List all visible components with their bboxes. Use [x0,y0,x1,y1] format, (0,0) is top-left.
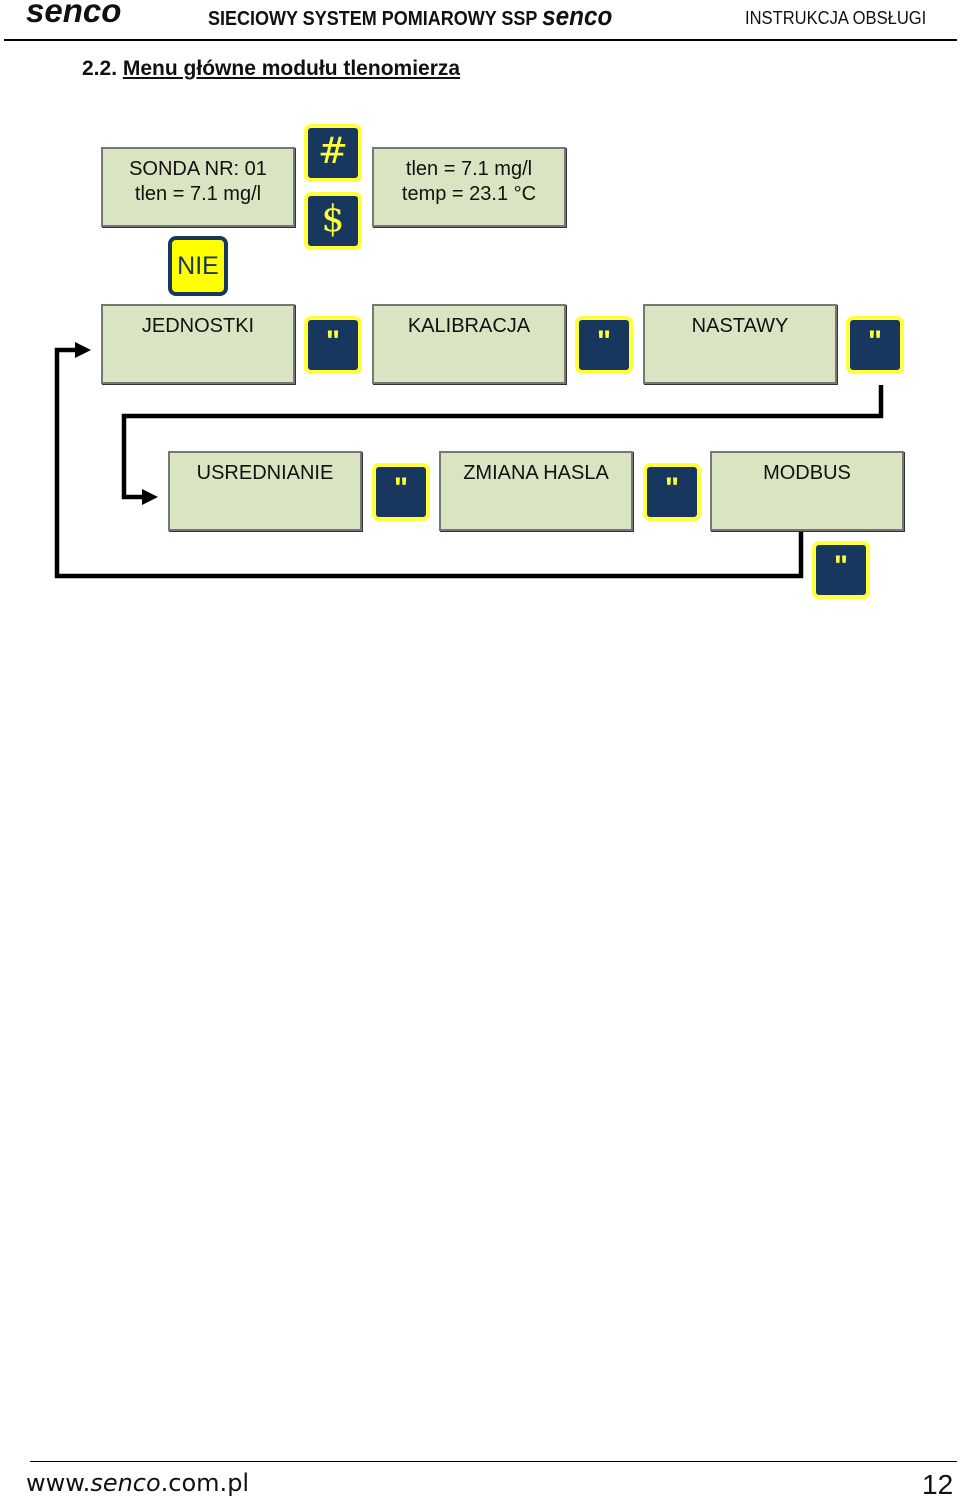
flow-line-upper [121,385,884,500]
next-key-usrednianie[interactable]: " [372,463,430,521]
footer-url[interactable]: www.senco.com.pl [26,1469,249,1497]
footer-url-suffix: .com.pl [160,1469,250,1497]
footer-url-brand: senco [90,1469,161,1497]
arrow-head-row2 [142,489,158,505]
section-title: Menu główne modułu tlenomierza [122,57,461,80]
down-key[interactable]: $ [304,192,362,250]
menu-item-zmiana-hasla: ZMIANA HASLA [439,451,633,531]
header-title-text: SIECIOWY SYSTEM POMIAROWY SSP [208,8,538,30]
page-number: 12 [922,1469,954,1500]
next-key-kalibracja[interactable]: " [575,316,633,374]
header-divider [4,39,957,41]
flow-line-lower [54,347,804,579]
menu-item-nastawy: NASTAWY [643,304,837,384]
footer-url-prefix: www. [26,1469,91,1497]
probe-display-line1: SONDA NR: 01 [129,158,267,180]
menu-item-kalibracja: KALIBRACJA [372,304,566,384]
menu-item-modbus: MODBUS [710,451,904,531]
header-logo: senco [26,0,122,29]
up-key[interactable]: # [304,124,362,182]
values-display-line2: temp = 23.1 °C [401,183,537,205]
menu-flow-arrows [54,342,884,579]
next-key-modbus[interactable]: " [812,541,870,599]
probe-display-line2: tlen = 7.1 mg/l [134,183,262,205]
header-title-logo: senco [542,1,613,31]
values-display: tlen = 7.1 mg/l temp = 23.1 °C [372,147,566,227]
probe-display: SONDA NR: 01 tlen = 7.1 mg/l [101,147,295,227]
next-key-jednostki[interactable]: " [304,316,362,374]
nie-key[interactable]: NIE [168,236,228,296]
section-number: 2.2. [82,57,118,80]
menu-item-usrednianie: USREDNIANIE [168,451,362,531]
arrow-head-row1 [75,342,91,358]
header-title: SIECIOWY SYSTEM POMIAROWY SSP senco [208,1,612,32]
next-key-nastawy[interactable]: " [846,316,904,374]
section-heading: 2.2. Menu główne modułu tlenomierza [82,57,460,81]
menu-item-jednostki: JEDNOSTKI [101,304,295,384]
footer-divider [30,1461,957,1462]
header-manual-label: INSTRUKCJA OBSŁUGI [745,8,927,28]
next-key-zmiana-hasla[interactable]: " [643,463,701,521]
values-display-line1: tlen = 7.1 mg/l [405,158,533,180]
